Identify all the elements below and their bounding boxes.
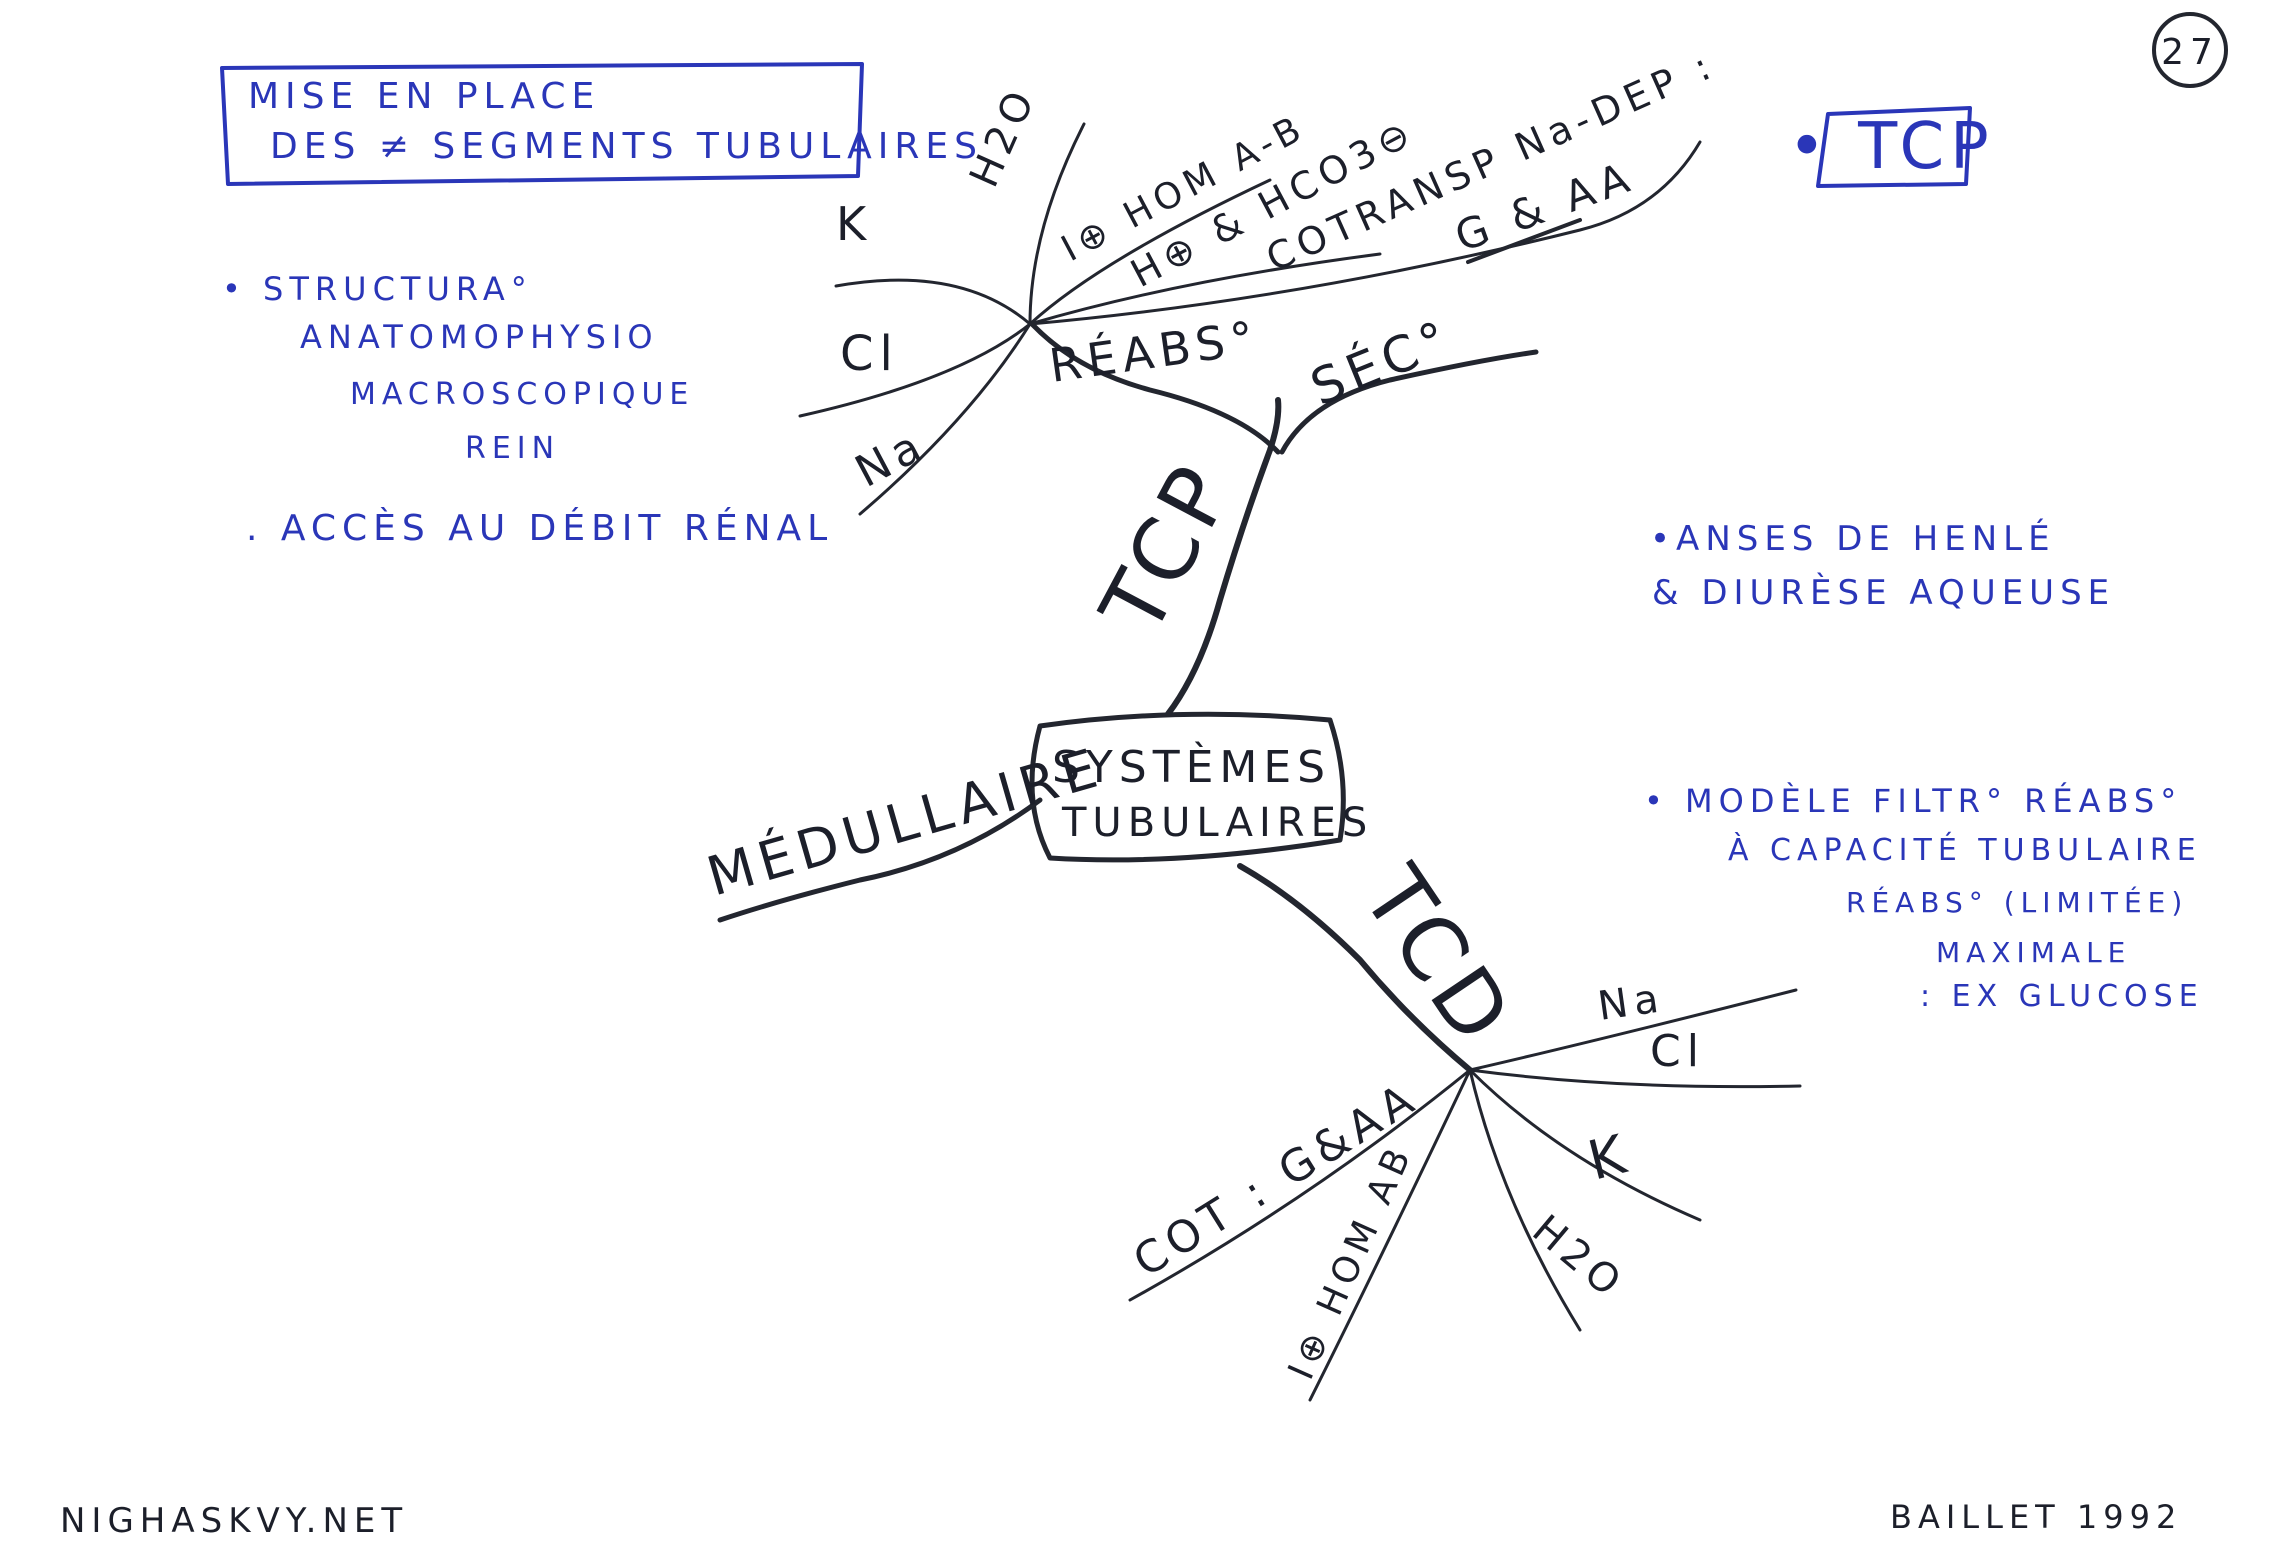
page-number-text: 27 <box>2161 32 2219 73</box>
tcd-na-line <box>1468 988 1798 1072</box>
left-bullet-1-line-1: • STRUCTURA° <box>222 270 533 308</box>
branch-medullaire: MÉDULLAIRE <box>700 736 1110 923</box>
tcp-heading-frame <box>1816 106 1972 188</box>
modele-line-3: RÉABS° (LIMITÉE) <box>1846 885 2188 919</box>
right-bullet-anses: •ANSES DE HENLÉ & DIURÈSE AQUEUSE <box>1650 518 2115 613</box>
left-bullet-structure: • STRUCTURA° ANATOMOPHYSIO MACROSCOPIQUE… <box>222 270 694 466</box>
tcp-ion-na: Na <box>847 419 934 498</box>
modele-line-2: À CAPACITÉ TUBULAIRE <box>1728 832 2202 868</box>
medullaire-label: MÉDULLAIRE <box>700 736 1109 909</box>
tcp-h2o-line <box>1028 122 1086 326</box>
tcp-ion-k: K <box>836 197 872 251</box>
medullaire-line <box>717 797 1043 923</box>
tcp-branch-label: TCP <box>1082 446 1254 650</box>
tcd-branch-label: TCD <box>1342 849 1533 1065</box>
tcd-cot-line <box>1128 1068 1472 1302</box>
tcd-hom-line <box>1308 1068 1472 1402</box>
tcp-hom-line <box>1028 178 1272 326</box>
circled-page-number-icon <box>2152 12 2228 88</box>
tcp-hco3-line <box>1028 252 1382 326</box>
title-box: MISE EN PLACE DES ≠ SEGMENTS TUBULAIRES <box>220 62 983 186</box>
tcp-heading: • TCP <box>1788 106 1989 188</box>
tcp-ion-cl: Cl <box>840 326 899 382</box>
tcp-na-line <box>858 322 1032 516</box>
modele-line-4: MAXIMALE <box>1936 936 2131 969</box>
anses-line-1: •ANSES DE HENLÉ <box>1650 518 2056 559</box>
center-line-2: TUBULAIRES <box>1061 800 1373 846</box>
tcd-ion-na: Na <box>1595 975 1667 1030</box>
footer-left-credit: NIGHASKVY.NET <box>60 1501 408 1541</box>
tcd-ion-cl: Cl <box>1650 1026 1705 1077</box>
footer-right-signature: BAILLET 1992 <box>1890 1498 2182 1536</box>
reabs-label: RÉABS° <box>1046 310 1263 393</box>
tcd-k-line <box>1468 1068 1702 1222</box>
center-line-1: SYSTÈMES <box>1052 740 1331 793</box>
tcd-stem <box>1237 863 1473 1073</box>
sec-branch-line <box>1279 349 1539 455</box>
title-line-2: DES ≠ SEGMENTS TUBULAIRES <box>270 126 983 167</box>
modele-line-1: • MODÈLE FILTR° RÉABS° <box>1644 782 2182 820</box>
right-bullet-modele: • MODÈLE FILTR° RÉABS° À CAPACITÉ TUBULA… <box>1644 782 2204 1014</box>
title-line-1: MISE EN PLACE <box>248 76 600 117</box>
center-node-frame <box>1029 711 1346 863</box>
title-box-frame <box>220 62 864 186</box>
tcp-stem <box>1165 397 1282 717</box>
branch-tcd: TCD Na Cl K H2O COT : G&AA I⊕ HOM AB <box>1125 849 1802 1402</box>
tcp-k-line <box>834 278 1032 326</box>
tcd-h2o-line <box>1468 1068 1582 1332</box>
tcp-g-aa-underline <box>1466 218 1582 264</box>
left-bullet-1-line-2: ANATOMOPHYSIO <box>300 318 659 356</box>
tcp-cotransp-line <box>1028 140 1702 326</box>
left-bullet-acces: . ACCÈS AU DÉBIT RÉNAL <box>246 507 833 549</box>
left-bullet-1-line-3: MACROSCOPIQUE <box>350 377 694 412</box>
center-node: SYSTÈMES TUBULAIRES <box>1029 711 1373 863</box>
tcd-cl-line <box>1468 1068 1802 1089</box>
left-bullet-1-line-4: REIN <box>465 431 560 466</box>
tcd-ion-k: K <box>1582 1121 1637 1192</box>
modele-line-5: : EX GLUCOSE <box>1920 979 2204 1014</box>
sec-label: SÉC° <box>1302 307 1461 417</box>
tcp-cl-line <box>798 322 1032 418</box>
page-number: 27 <box>2152 12 2228 88</box>
anses-line-2: & DIURÈSE AQUEUSE <box>1652 572 2115 613</box>
reabs-branch-line <box>1029 321 1281 455</box>
